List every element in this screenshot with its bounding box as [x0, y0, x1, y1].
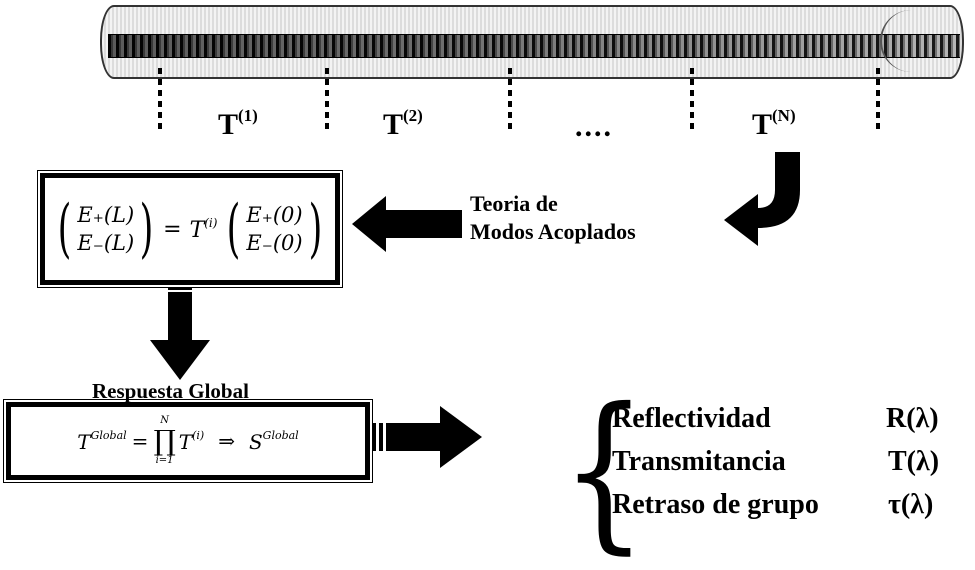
section-divider-4 — [690, 68, 694, 132]
e-plus-0: E₊(0) — [246, 203, 303, 227]
output-transmittance-symbol: T(λ) — [888, 446, 940, 477]
section-divider-2 — [325, 68, 329, 132]
section-divider-3 — [508, 68, 512, 132]
coupled-modes-equation-box: ( E₊(L) E₋(L) ) = T(i) ( E₊(0) E₋(0) ) — [37, 170, 343, 288]
output-group-delay-name: Retraso de grupo — [612, 489, 819, 520]
output-brace: { — [560, 372, 648, 570]
segment-label-1: T(1) — [218, 106, 258, 141]
curved-arrow-icon — [724, 152, 800, 246]
e-plus-l: E₊(L) — [77, 203, 135, 227]
down-arrow-icon — [150, 282, 210, 380]
left-arrow-icon — [352, 196, 462, 252]
output-reflectivity-symbol: R(λ) — [886, 403, 939, 434]
global-response-label: Respuesta Global — [92, 379, 249, 403]
section-divider-1 — [158, 68, 162, 132]
output-group-delay-symbol: τ(λ) — [888, 489, 934, 520]
right-arrow-icon — [372, 406, 482, 468]
section-divider-5 — [876, 68, 880, 132]
e-minus-0: E₋(0) — [246, 231, 303, 255]
theory-label: Teoria de Modos Acoplados — [470, 191, 636, 244]
ellipsis: .... — [575, 110, 613, 143]
fiber-grating-core — [108, 34, 960, 58]
output-transmittance-name: Transmitancia — [612, 446, 786, 477]
e-minus-l: E₋(L) — [77, 231, 135, 255]
output-reflectivity-name: Reflectividad — [612, 403, 771, 434]
segment-label-n: T(N) — [752, 106, 796, 141]
segment-label-2: T(2) — [383, 106, 423, 141]
fiber-end-cap — [880, 10, 942, 72]
global-equation-box: TGlobal = N ∏ i=1 T(i) ⇒ SGlobal — [3, 399, 373, 483]
